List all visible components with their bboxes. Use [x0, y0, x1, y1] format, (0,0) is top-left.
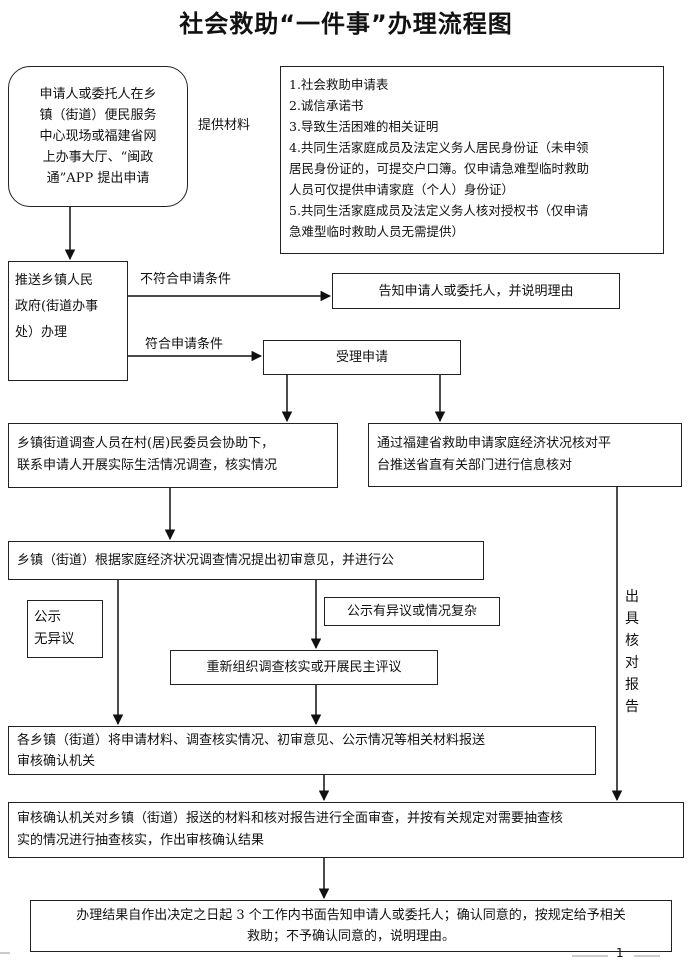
not-qualified-label: 不符合申请条件	[140, 272, 232, 287]
submit-line: 各乡镇（街道）将申请材料、调查核实情况、初审意见、公示情况等相关材料报送	[17, 733, 486, 748]
start-line: 上办事大厅、“闽政	[42, 150, 154, 165]
forward-line: 推送乡镇人民	[15, 273, 94, 288]
accept-text: 受理申请	[335, 350, 388, 365]
material-item: 急难型临时救助人员无需提供）	[289, 224, 465, 239]
notify-applicant-box: 告知申请人或委托人，并说明理由	[332, 273, 620, 309]
result-line: 救助；不予确认同意的，说明理由。	[246, 929, 455, 944]
no-objection-line: 公示	[34, 609, 61, 625]
qualified-label: 符合申请条件	[145, 337, 224, 352]
material-item: 1.社会救助申请表	[289, 77, 389, 92]
no-objection-box: 公示 无异议	[27, 600, 103, 658]
material-item: 2.诚信承诺书	[289, 98, 364, 113]
start-line: 申请人或委托人在乡	[39, 87, 157, 102]
notify-text: 告知申请人或委托人，并说明理由	[378, 283, 574, 299]
flowchart-title: 社会救助“一件事”办理流程图	[179, 10, 513, 38]
investigate-line: 乡镇街道调查人员在村(居)民委员会协助下，	[17, 436, 275, 451]
start-line: 中心现场或福建省网	[39, 129, 157, 144]
forward-to-township-box: 推送乡镇人民 政府(街道办事 处）办理	[8, 261, 128, 381]
forward-line: 处）办理	[15, 325, 68, 340]
investigate-line: 联系申请人开展实际生活情况调查，核实情况	[17, 458, 278, 473]
submit-materials-box: 各乡镇（街道）将申请材料、调查核实情况、初审意见、公示情况等相关材料报送 审核确…	[8, 726, 596, 775]
material-item: 人员可仅提供申请家庭（个人）身份证）	[289, 182, 515, 197]
economic-verification-box: 通过福建省救助申请家庭经济状况核对平 台推送省直有关部门进行信息核对	[368, 423, 682, 487]
review-line: 实的情况进行抽查核实，作出审核确认结果	[17, 833, 265, 848]
material-item: 居民身份证的，可提交户口簿。仅申请急难型临时救助	[289, 161, 590, 176]
verify-line: 通过福建省救助申请家庭经济状况核对平	[377, 436, 612, 451]
reinvestigate-text: 重新组织调查核实或开展民主评议	[206, 660, 402, 675]
start-line: 镇（街道）便民服务	[39, 108, 157, 123]
reinvestigate-box: 重新组织调查核实或开展民主评议	[170, 650, 438, 685]
verification-report-label: 出具核对报告	[625, 589, 639, 715]
application-start-box: 申请人或委托人在乡 镇（街道）便民服务 中心现场或福建省网 上办事大厅、“闽政 …	[8, 66, 188, 207]
page-number: 1	[616, 946, 624, 960]
accept-application-box: 受理申请	[263, 340, 461, 375]
no-objection-line: 无异议	[34, 631, 75, 647]
preliminary-opinion-box: 乡镇（街道）根据家庭经济状况调查情况提出初审意见，并进行公	[8, 541, 484, 580]
submit-line: 审核确认机关	[17, 754, 96, 769]
preliminary-text: 乡镇（街道）根据家庭经济状况调查情况提出初审意见，并进行公	[17, 553, 395, 568]
page-footer-marks	[0, 952, 660, 957]
forward-line: 政府(街道办事	[15, 299, 99, 314]
material-item: 5.共同生活家庭成员及法定义务人核对授权书（仅申请	[289, 203, 589, 218]
start-line: 通”APP 提出申请	[46, 171, 150, 186]
field-investigation-box: 乡镇街道调查人员在村(居)民委员会协助下， 联系申请人开展实际生活情况调查，核实…	[8, 423, 338, 488]
review-line: 审核确认机关对乡镇（街道）报送的材料和核对报告进行全面审查，并按有关规定对需要抽…	[17, 811, 564, 826]
objection-text: 公示有异议或情况复杂	[346, 604, 477, 619]
objection-box: 公示有异议或情况复杂	[324, 597, 500, 626]
result-notification-box: 办理结果自作出决定之日起 3 个工作内书面告知申请人或委托人；确认同意的，按规定…	[30, 900, 672, 952]
result-line: 办理结果自作出决定之日起 3 个工作内书面告知申请人或委托人；确认同意的，按规定…	[76, 908, 626, 923]
verify-line: 台推送省直有关部门进行信息核对	[377, 458, 573, 473]
provide-materials-label: 提供材料	[198, 118, 251, 133]
review-confirmation-box: 审核确认机关对乡镇（街道）报送的材料和核对报告进行全面审查，并按有关规定对需要抽…	[8, 802, 684, 858]
materials-list-box: 1.社会救助申请表 2.诚信承诺书 3.导致生活困难的相关证明 4.共同生活家庭…	[280, 66, 664, 254]
material-item: 4.共同生活家庭成员及法定义务人居民身份证（未申领	[289, 140, 589, 155]
material-item: 3.导致生活困难的相关证明	[289, 119, 439, 134]
